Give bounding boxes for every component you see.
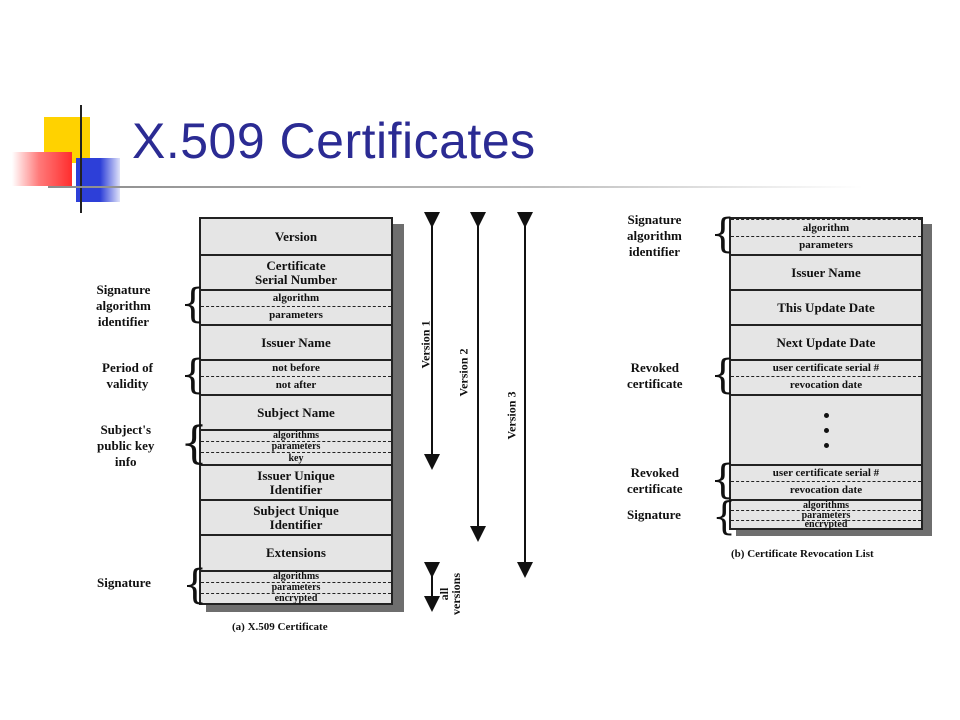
decor-vertical-line bbox=[80, 105, 82, 213]
label-version-3: Version 3 bbox=[504, 391, 519, 440]
crl-field-s-parameters: parameters bbox=[731, 510, 921, 520]
crl-field-revocation-1: revocation date bbox=[731, 376, 921, 394]
crl-label-revoked-2: Revoked certificate bbox=[627, 465, 683, 496]
brace-signature: { bbox=[182, 562, 208, 608]
field-sig-algorithm: algorithm bbox=[201, 289, 391, 306]
crl-record: algorithm parameters Issuer Name This Up… bbox=[729, 217, 923, 530]
field-extensions: Extensions bbox=[201, 534, 391, 570]
label-signature: Signature bbox=[97, 575, 151, 590]
crl-label-revoked-1: Revoked certificate bbox=[627, 360, 683, 391]
field-subject-unique-id: Subject Unique Identifier bbox=[201, 499, 391, 534]
field-s-parameters: parameters bbox=[201, 582, 391, 593]
crl-brace-signature-algorithm: { bbox=[710, 211, 736, 257]
crl-field-serial-2: user certificate serial # bbox=[731, 464, 921, 481]
brace-period-of-validity: { bbox=[180, 352, 206, 398]
field-serial-number: Certificate Serial Number bbox=[201, 254, 391, 289]
title-divider bbox=[48, 186, 863, 188]
label-signature-algorithm: Signature algorithm identifier bbox=[96, 282, 151, 329]
label-period-of-validity: Period of validity bbox=[102, 360, 153, 391]
crl-field-s-encrypted: encrypted bbox=[731, 520, 921, 530]
certificate-record: Version Certificate Serial Number algori… bbox=[199, 217, 393, 605]
field-pk-algorithms: algorithms bbox=[201, 429, 391, 441]
crl-field-algorithm: algorithm bbox=[731, 219, 921, 236]
ellipsis-dot bbox=[823, 442, 829, 448]
field-s-algorithms: algorithms bbox=[201, 570, 391, 582]
crl-field-this-update: This Update Date bbox=[731, 289, 921, 324]
crl-field-serial-1: user certificate serial # bbox=[731, 359, 921, 376]
field-sig-parameters: parameters bbox=[201, 306, 391, 324]
field-pk-parameters: parameters bbox=[201, 441, 391, 452]
crl-field-revocation-2: revocation date bbox=[731, 481, 921, 499]
certificate-caption: (a) X.509 Certificate bbox=[232, 621, 328, 633]
ellipsis-dot bbox=[823, 412, 829, 418]
field-subject-name: Subject Name bbox=[201, 394, 391, 429]
label-version-1: Version 1 bbox=[418, 320, 433, 369]
crl-field-issuer-name: Issuer Name bbox=[731, 254, 921, 289]
crl-brace-revoked-1: { bbox=[710, 352, 736, 398]
brace-signature-algorithm: { bbox=[180, 281, 206, 327]
field-not-before: not before bbox=[201, 359, 391, 376]
slide-title: X.509 Certificates bbox=[132, 113, 536, 169]
crl-label-signature: Signature bbox=[627, 507, 681, 522]
decor-red-gradient bbox=[12, 152, 72, 186]
crl-label-signature-algorithm: Signature algorithm identifier bbox=[627, 212, 682, 259]
crl-brace-signature: { bbox=[712, 494, 737, 538]
decor-blue-square bbox=[76, 158, 120, 202]
label-subject-public-key: Subject's public key info bbox=[97, 422, 155, 469]
field-version: Version bbox=[274, 228, 318, 244]
crl-brace-revoked-2: { bbox=[710, 457, 736, 503]
field-not-after: not after bbox=[201, 376, 391, 394]
field-issuer-name: Issuer Name bbox=[201, 324, 391, 359]
crl-field-s-algorithms: algorithms bbox=[731, 499, 921, 510]
field-pk-key: key bbox=[201, 452, 391, 464]
ellipsis-dot bbox=[823, 427, 829, 433]
crl-caption: (b) Certificate Revocation List bbox=[731, 548, 874, 560]
brace-subject-public-key: { bbox=[180, 418, 208, 469]
label-all-versions: all versions bbox=[437, 573, 463, 615]
field-issuer-unique-id: Issuer Unique Identifier bbox=[201, 464, 391, 499]
crl-field-parameters: parameters bbox=[731, 236, 921, 254]
crl-ellipsis bbox=[731, 394, 921, 464]
label-version-2: Version 2 bbox=[456, 348, 471, 397]
field-s-encrypted: encrypted bbox=[201, 593, 391, 603]
crl-field-next-update: Next Update Date bbox=[731, 324, 921, 359]
